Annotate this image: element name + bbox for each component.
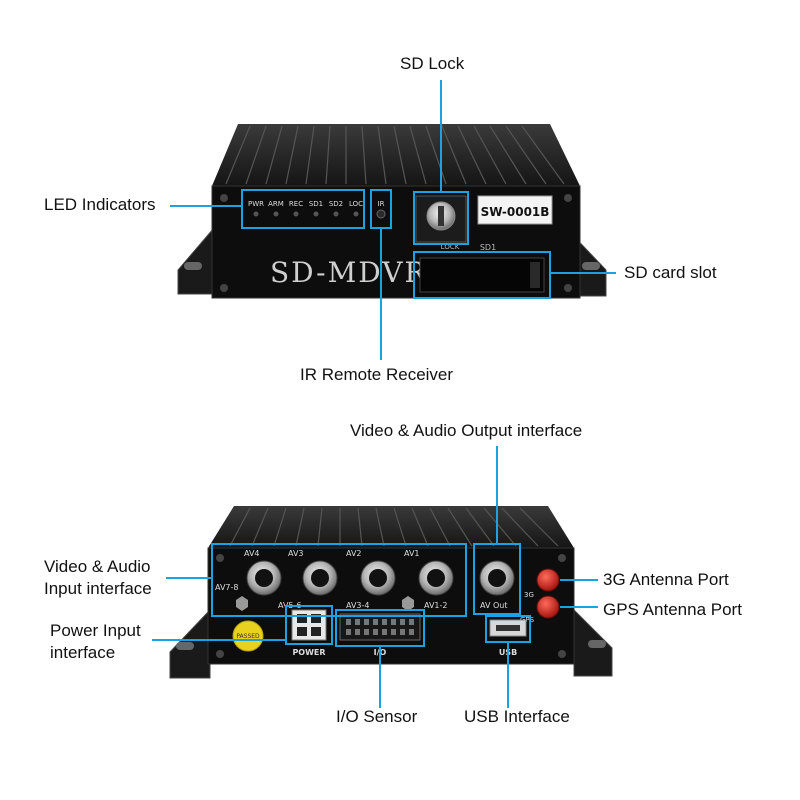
callout-led-indicators: LED Indicators [44, 195, 156, 214]
port-label-av7-8: AV7-8 [215, 583, 239, 592]
antenna-label-3g: 3G [524, 591, 534, 599]
port-label-av3-4: AV3-4 [346, 601, 370, 610]
model-sticker [477, 195, 553, 225]
port-label-av4: AV4 [244, 549, 260, 558]
led-label-arm: ARM [268, 200, 284, 208]
bracket-slot [184, 262, 202, 270]
port-label-av1-2: AV1-2 [424, 601, 448, 610]
ir-receiver [376, 209, 386, 219]
callout-3g-antenna: 3G Antenna Port [603, 570, 729, 589]
led-label-sd2: SD2 [329, 200, 343, 208]
sd-card-slot [419, 257, 545, 293]
io-connector [339, 613, 421, 641]
model-text: SD-MDVR [270, 256, 428, 289]
heatsink-fins [225, 125, 565, 185]
heatsink-top [212, 124, 580, 186]
antenna-label-gps: GPS [520, 616, 535, 624]
callout-video-audio-output: Video & Audio Output interface [350, 421, 583, 440]
callout-video-audio-input: Video & Audio Input interface [44, 557, 152, 598]
bracket-slot [582, 262, 600, 270]
port-label-av-out: AV Out [480, 601, 507, 610]
port-label-av2: AV2 [346, 549, 362, 558]
bottom-device: AV4 AV3 AV2 AV1 AV7-8 AV5-6 AV3-4 AV1-2 … [169, 506, 613, 679]
antenna-3g [536, 568, 560, 592]
callout-ir-remote-receiver: IR Remote Receiver [300, 365, 454, 384]
lock-label: LOCK [441, 243, 460, 251]
callout-sd-lock: SD Lock [400, 54, 465, 73]
av-connectors [246, 560, 515, 596]
heatsink-fins [229, 507, 559, 547]
bottom-leader-lines [152, 446, 598, 708]
led-label-loc: LOC [349, 200, 363, 208]
callout-usb-interface: USB Interface [464, 707, 570, 726]
io-pins [346, 619, 414, 635]
port-label-av1: AV1 [404, 549, 420, 558]
antenna-gps [536, 595, 560, 619]
heatsink-top [208, 506, 574, 548]
ir-label: IR [378, 200, 385, 208]
sticker-text: SW-0001B [481, 205, 550, 219]
sd-slot-label: SD1 [480, 243, 496, 252]
led-label-rec: REC [289, 200, 303, 208]
top-leader-lines [170, 80, 616, 360]
led-label-pwr: PWR [248, 200, 264, 208]
qc-text: PASSED [236, 633, 260, 640]
top-device: PWR ARM REC SD1 SD2 LOC IR SD-MDVR LOCK … [177, 124, 607, 299]
callout-sd-card-slot: SD card slot [624, 263, 717, 282]
power-label: POWER [292, 648, 325, 657]
callout-io-sensor: I/O Sensor [336, 707, 418, 726]
led-row [253, 211, 359, 217]
callout-power-input: Power Input interface [50, 621, 141, 662]
port-label-av3: AV3 [288, 549, 304, 558]
qc-sticker [232, 620, 264, 652]
callout-gps-antenna: GPS Antenna Port [603, 600, 742, 619]
led-label-sd1: SD1 [309, 200, 323, 208]
